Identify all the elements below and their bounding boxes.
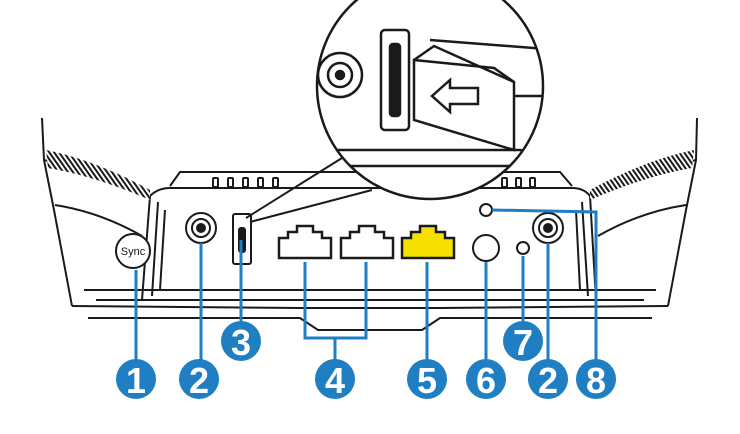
- callout-number-6: 6: [476, 360, 496, 401]
- callout-number-7: 7: [513, 322, 533, 363]
- status-led: [479, 203, 493, 217]
- callout-number-8: 8: [586, 360, 606, 401]
- callout-badge-2-right: 2: [528, 359, 568, 401]
- callout-badge-8: 8: [576, 359, 616, 401]
- wan-port: [400, 224, 456, 260]
- leader-8: [491, 208, 598, 368]
- callout-number-2-right: 2: [538, 360, 558, 401]
- callout-badge-4: 4: [315, 359, 355, 401]
- callout-badge-3: 3: [221, 321, 261, 363]
- antenna-connector-left: [185, 212, 217, 244]
- callout-number-5: 5: [417, 360, 437, 401]
- callout-badge-5: 5: [407, 359, 447, 401]
- reset-button: [516, 241, 530, 255]
- power-connector: [472, 234, 500, 262]
- callout-number-3: 3: [231, 322, 251, 363]
- left-vent-grille: [46, 150, 150, 200]
- lan-port-1: [277, 224, 333, 260]
- callout-badge-1: 1: [116, 359, 156, 401]
- callout-badge-7: 7: [503, 321, 543, 363]
- callout-number-1: 1: [126, 360, 146, 401]
- sync-button-label: Sync: [121, 246, 146, 258]
- callout-number-2-left: 2: [189, 360, 209, 401]
- lan-port-2: [339, 224, 395, 260]
- top-vent-slots: [212, 177, 536, 188]
- callout-badge-2-left: 2: [179, 359, 219, 401]
- callout-number-4: 4: [325, 360, 345, 401]
- sync-button: Sync: [115, 233, 151, 269]
- antenna-connector-right: [532, 212, 564, 244]
- leader-4: [303, 262, 368, 368]
- right-vent-grille: [590, 150, 694, 200]
- callout-badge-6: 6: [466, 359, 506, 401]
